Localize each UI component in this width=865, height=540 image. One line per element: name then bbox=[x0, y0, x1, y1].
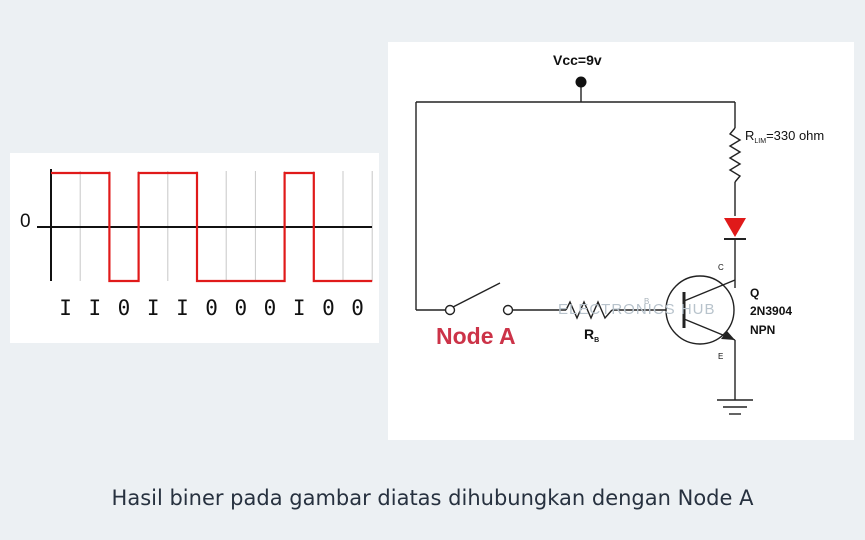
rlim-subscript: LIM bbox=[754, 138, 767, 145]
bit-label: I bbox=[59, 296, 72, 320]
transistor-type: NPN bbox=[750, 323, 776, 337]
bit-label: 0 bbox=[117, 296, 131, 320]
vcc-terminal bbox=[575, 76, 587, 88]
transistor-model: 2N3904 bbox=[750, 304, 793, 318]
rlim-label: RLIM=330 ohm bbox=[745, 128, 824, 145]
bit-label: I bbox=[146, 296, 160, 320]
transistor-body bbox=[665, 275, 735, 345]
node-a-label: Node A bbox=[436, 323, 516, 349]
binary-signal bbox=[51, 171, 373, 283]
rlim-symbol: R bbox=[745, 128, 755, 143]
rlim-value: =330 ohm bbox=[766, 128, 825, 143]
rb-symbol: R bbox=[584, 326, 595, 342]
rlim-resistor bbox=[728, 127, 742, 183]
collector-pin-label: C bbox=[718, 263, 724, 272]
transistor-name: Q bbox=[750, 286, 760, 300]
bit-label: 0 bbox=[322, 296, 335, 320]
emitter-pin-label: E bbox=[718, 352, 724, 361]
circuit-schematic bbox=[415, 76, 753, 415]
bit-label: I bbox=[88, 296, 102, 320]
bit-label: I bbox=[292, 296, 306, 320]
collector-lead bbox=[683, 279, 736, 302]
bit-label: I bbox=[176, 296, 189, 320]
bit-label: 0 bbox=[351, 296, 364, 320]
caption: Hasil biner pada gambar diatas dihubungk… bbox=[111, 486, 754, 510]
rb-resistor bbox=[565, 300, 613, 320]
zero-level-label: 0 bbox=[20, 211, 31, 232]
waveform-plot bbox=[37, 169, 373, 283]
bit-label: 0 bbox=[205, 296, 218, 320]
bit-label: 0 bbox=[263, 296, 277, 320]
vcc-label: Vcc=9v bbox=[553, 52, 602, 68]
switch-right-contact bbox=[502, 304, 514, 316]
switch-lever bbox=[452, 282, 501, 308]
bit-label: 0 bbox=[234, 296, 248, 320]
emitter-arrow bbox=[721, 331, 735, 340]
switch-left-contact bbox=[444, 304, 456, 316]
rb-subscript: B bbox=[594, 337, 600, 344]
base-pin-label: B bbox=[644, 297, 650, 306]
watermark-logo: ELECTRONICS HUB bbox=[558, 301, 716, 318]
led-triangle bbox=[724, 218, 746, 237]
rb-label: RB bbox=[584, 326, 599, 344]
circuit-panel: Vcc=9v RLIM=330 ohm C B E Q 2N3904 NPN R… bbox=[388, 42, 854, 440]
